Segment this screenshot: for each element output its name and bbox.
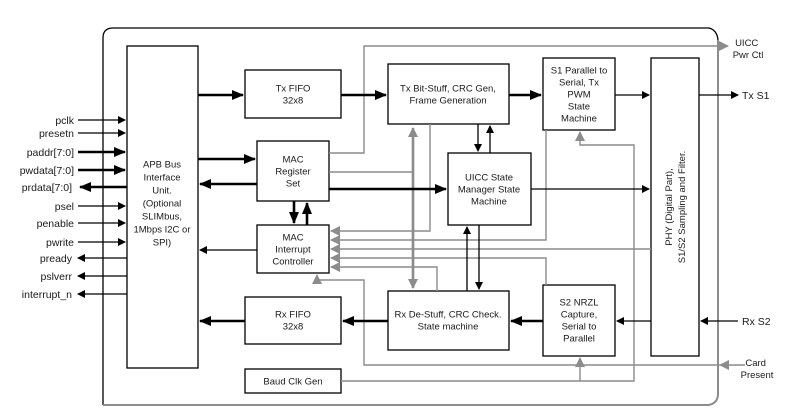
apb-label-line: Unit. <box>152 186 172 197</box>
pin-pwdata: pwdata[7:0] <box>20 165 126 177</box>
s1-label-line: Serial, Tx <box>559 78 599 89</box>
uicc-sm-label-line: UICC State <box>465 173 513 184</box>
tx-fifo-label-line: Tx FIFO <box>276 84 311 95</box>
baud-clk-gen-block: Baud Clk Gen <box>244 368 342 394</box>
uicc-sm-label-line: Manager State <box>458 185 520 196</box>
phy-block: PHY (Digital Part),S1/S2 Sampling and Fi… <box>650 57 700 357</box>
pin-label: pwrite <box>46 237 74 249</box>
pin-label: presetn <box>39 128 74 140</box>
pin-label: prdata[7:0] <box>22 182 72 194</box>
rx-fifo-label-line: Rx FIFO <box>275 310 311 321</box>
mac-reg-label-line: MAC <box>282 155 303 166</box>
pin-label: paddr[7:0] <box>27 147 74 159</box>
control-signals <box>312 41 745 382</box>
svg-text:Baud Clk Gen: Baud Clk Gen <box>263 377 322 388</box>
tx-bit-stuff-block: Tx Bit-Stuff, CRC Gen,Frame Generation <box>387 63 510 125</box>
data-signals <box>198 90 739 326</box>
pin-label: penable <box>37 218 75 230</box>
s1-label-line: PWM <box>567 90 590 101</box>
pin-prdata: prdata[7:0] <box>22 182 127 194</box>
pin-presetn: presetn <box>39 128 126 140</box>
apb-label-line: SPI) <box>153 238 171 249</box>
rx-de-stuff-block: Rx De-Stuff, CRC Check.State machine <box>387 290 510 351</box>
chip-boundary <box>102 27 719 405</box>
pin-pslverr: pslverr <box>40 271 127 283</box>
pin-penable: penable <box>37 218 126 230</box>
mac-reg-label-line: Set <box>286 179 301 190</box>
pin-label: psel <box>55 201 74 213</box>
rx-s2-label: Rx S2 <box>742 316 771 328</box>
s2-label-line: S2 NRZL <box>559 298 598 309</box>
pin-psel: psel <box>55 201 126 213</box>
apb-label-line: Interface <box>144 173 181 184</box>
mac-reg-label-line: Register <box>275 167 310 178</box>
pin-interrupt-n: interrupt_n <box>22 289 127 301</box>
mac-int-label-line: Controller <box>272 257 313 268</box>
rx-de-label-line: State machine <box>418 322 479 333</box>
pin-label: pwdata[7:0] <box>20 165 74 177</box>
pin-pclk: pclk <box>55 115 126 127</box>
svg-text:Tx Bit-Stuff, CRC Gen,Frame Ge: Tx Bit-Stuff, CRC Gen,Frame Generation <box>400 84 496 107</box>
tx-s1-label: Tx S1 <box>742 90 770 102</box>
uicc-pwr-ctl-label: UICC Pwr Ctl <box>733 38 764 61</box>
apb-label-line: 1Mbps I2C or <box>133 225 190 236</box>
mac-int-label-line: Interrupt <box>275 245 311 256</box>
svg-text:Rx De-Stuff, CRC Check.State m: Rx De-Stuff, CRC Check.State machine <box>395 310 502 333</box>
s2-label-line: Serial to <box>562 322 597 333</box>
s2-label-line: Capture, <box>561 310 597 321</box>
tx-fifo-label-line: 32x8 <box>283 96 304 107</box>
s2-label-line: Parallel <box>563 334 595 345</box>
tx-bit-label-line: Tx Bit-Stuff, CRC Gen, <box>400 84 496 95</box>
pin-label: interrupt_n <box>22 289 72 301</box>
apb-label-line: SLIMbus, <box>142 212 182 223</box>
svg-text:PHY (Digital Part),S1/S2 Sampl: PHY (Digital Part),S1/S2 Sampling and Fi… <box>664 151 688 263</box>
rx-de-label-line: Rx De-Stuff, CRC Check. <box>395 310 502 321</box>
rx-fifo-label-line: 32x8 <box>283 322 304 333</box>
chip-boundary-right <box>103 40 719 406</box>
phy-label-line: PHY (Digital Part), <box>664 168 675 245</box>
s1-label-line: State <box>568 102 590 113</box>
pin-label: pready <box>40 253 73 265</box>
card-present-label: Card Present <box>741 358 774 381</box>
s1-label-line: S1 Parallel to <box>551 66 608 77</box>
apb-label-line: APB Bus <box>143 160 181 171</box>
baud-label-line: Baud Clk Gen <box>263 377 322 388</box>
pin-label: pslverr <box>40 271 72 283</box>
s1-label-line: Machine <box>561 114 597 125</box>
pin-pready: pready <box>40 253 127 265</box>
mac-int-label-line: MAC <box>282 233 303 244</box>
apb-label-line: (Optional <box>143 199 182 210</box>
pin-pwrite: pwrite <box>46 237 126 249</box>
right-pins: UICC Pwr Ctl Tx S1 Rx S2 Card Present <box>733 38 774 381</box>
phy-label-line: S1/S2 Sampling and Filter. <box>677 151 688 263</box>
pin-label: pclk <box>55 115 74 127</box>
uicc-sm-label-line: Machine <box>471 197 507 208</box>
pin-paddr: paddr[7:0] <box>27 147 126 159</box>
tx-bit-label-line: Frame Generation <box>409 96 486 107</box>
